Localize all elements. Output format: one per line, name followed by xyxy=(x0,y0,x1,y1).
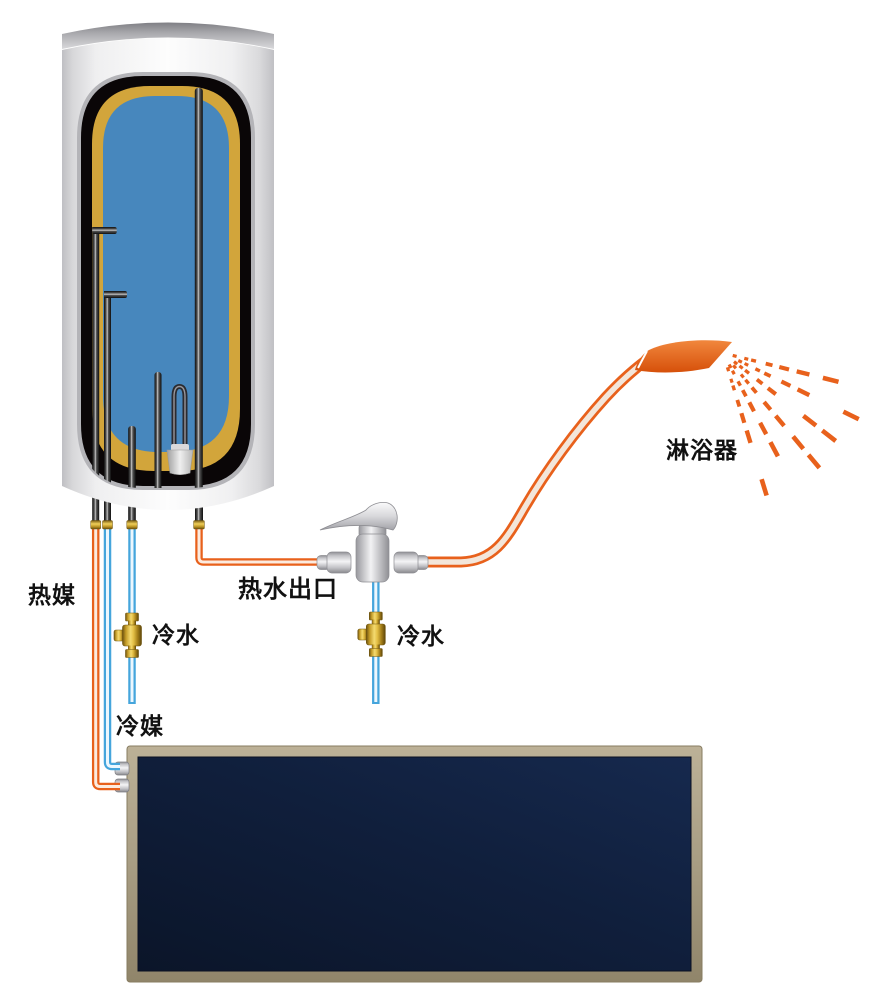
label-cold-water-right: 冷水 xyxy=(397,624,445,650)
tank-top-cap xyxy=(62,22,274,49)
label-heat-medium: 热媒 xyxy=(28,583,76,609)
tank-cutaway xyxy=(77,72,255,490)
shower-hose xyxy=(424,357,648,568)
collector-absorber xyxy=(137,756,692,972)
heat-medium-pipe xyxy=(91,527,120,791)
tank-ports xyxy=(90,497,205,530)
cold-water-valve-right xyxy=(357,611,386,657)
spray-droplets xyxy=(725,353,860,497)
brass-port-fittings xyxy=(90,520,205,530)
label-shower: 淋浴器 xyxy=(666,438,738,464)
solar-collector xyxy=(114,745,703,983)
mixer-handle xyxy=(319,502,398,531)
label-cold-water-left: 冷水 xyxy=(152,623,200,649)
cold-medium-pipe xyxy=(103,527,120,771)
electric-heating-element xyxy=(166,383,194,476)
label-cold-medium: 冷媒 xyxy=(116,714,164,740)
hot-water-outlet-pipe xyxy=(195,527,332,566)
label-hot-water-outlet: 热水出口 xyxy=(238,575,338,603)
water-heater-tank xyxy=(62,22,274,510)
cold-water-valve-left xyxy=(113,612,142,658)
tank-water xyxy=(103,96,229,452)
mixer-tap xyxy=(316,502,429,583)
shower-head xyxy=(635,340,732,373)
tank-internal-pipes xyxy=(92,88,203,488)
